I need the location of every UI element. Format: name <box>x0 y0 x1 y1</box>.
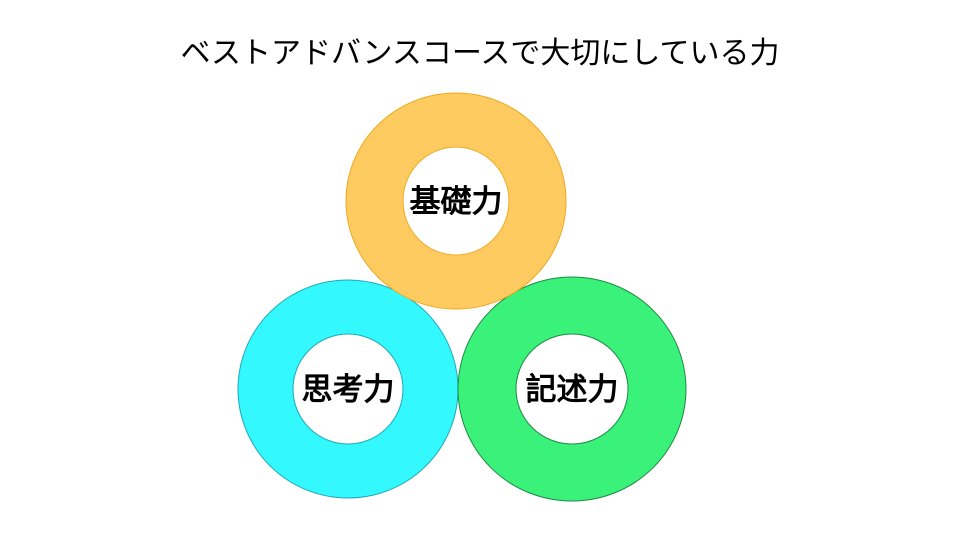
ring-thinking-shape <box>237 279 459 499</box>
ring-basic-shape <box>345 92 567 310</box>
ring-basic-label: 基礎力 <box>410 184 503 220</box>
ring-thinking-label: 思考力 <box>302 372 395 408</box>
ring-thinking: 思考力 <box>237 279 459 499</box>
slide-title: ベストアドバンスコースで大切にしている力 <box>180 36 780 71</box>
ring-writing: 記述力 <box>457 276 687 502</box>
ring-writing-label: 記述力 <box>526 372 619 408</box>
ring-basic: 基礎力 <box>345 92 567 310</box>
